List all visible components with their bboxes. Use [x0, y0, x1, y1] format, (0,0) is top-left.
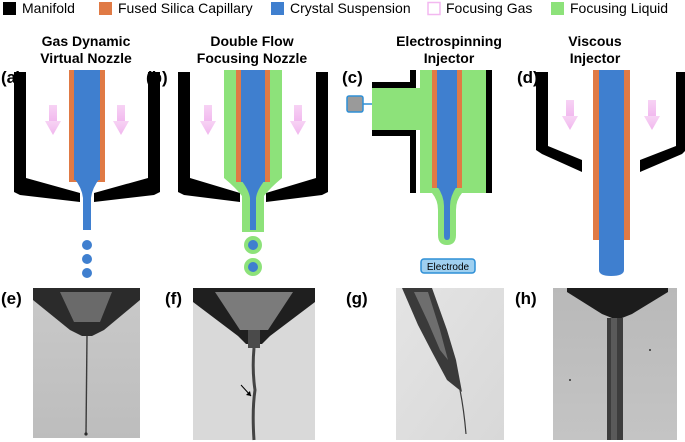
manifold-shell: [266, 72, 328, 202]
spun-jet: [459, 389, 467, 435]
electrode-label: Electrode: [427, 262, 470, 273]
panel-a-title-line2: Virtual Nozzle: [40, 50, 132, 66]
crystal-suspension-stream: [437, 70, 457, 188]
injector-highlight: [414, 292, 448, 360]
panel-c-title-line2: Injector: [424, 50, 475, 66]
focusing-liquid-swatch-icon: [551, 2, 564, 15]
focusing-gas-swatch-icon: [427, 1, 441, 16]
legend-label: Manifold: [22, 0, 75, 16]
legend-label: Fused Silica Capillary: [118, 0, 253, 16]
manifold-shell: [536, 72, 582, 172]
focusing-liquid-channel: [372, 70, 486, 245]
photo-e: [33, 288, 140, 438]
panel-d-letter: (d): [517, 68, 539, 87]
droplet: [82, 268, 92, 278]
legend-item-focusing-liquid: Focusing Liquid: [551, 0, 668, 16]
crystal-suspension-jet: [437, 186, 457, 240]
panel-b-diagram: [178, 70, 328, 276]
panel-f-letter: (f): [165, 289, 182, 308]
crystal-suspension-stream: [599, 70, 624, 240]
particle: [569, 379, 571, 381]
panel-d-diagram: [536, 70, 685, 276]
panel-b-title-line1: Double Flow: [210, 33, 293, 49]
legend-item-manifold: Manifold: [3, 0, 75, 16]
manifold-shell: [640, 72, 685, 172]
panel-e-letter: (e): [1, 289, 22, 308]
droplet: [248, 240, 258, 250]
photo-g: [396, 288, 504, 440]
liquid-jet: [85, 335, 88, 435]
indicator-arrowhead-icon: [246, 391, 251, 396]
focusing-gas-arrow-icon: [45, 105, 61, 135]
viscous-extrusion: [599, 238, 624, 276]
panel-titles: Gas Dynamic Virtual Nozzle Double Flow F…: [40, 33, 622, 66]
focusing-gas-arrow-icon: [200, 105, 216, 135]
panel-d-title-line2: Injector: [570, 50, 621, 66]
manifold-swatch-icon: [3, 2, 16, 15]
legend-label: Crystal Suspension: [290, 0, 411, 16]
particle: [649, 349, 651, 351]
manifold-wall: [486, 70, 492, 193]
droplet: [84, 432, 88, 436]
manifold-shell: [94, 72, 160, 202]
legend-label: Focusing Gas: [446, 0, 532, 16]
manifold-wall: [372, 70, 416, 88]
capillary-swatch-icon: [99, 2, 112, 15]
crystal-suspension-stream: [241, 70, 265, 182]
legend: Manifold Fused Silica Capillary Crystal …: [3, 0, 668, 16]
droplet: [82, 240, 92, 250]
panel-h-letter: (h): [515, 289, 537, 308]
legend-item-crystal-suspension: Crystal Suspension: [271, 0, 411, 16]
electrode-plate: [420, 258, 476, 274]
capillary-tip: [248, 330, 260, 348]
panel-a-diagram: [14, 70, 160, 278]
droplet: [82, 254, 92, 264]
crystal-suspension-swatch-icon: [271, 2, 284, 15]
droplet: [248, 262, 258, 272]
legend-label: Focusing Liquid: [570, 0, 668, 16]
photo-f: [193, 288, 315, 441]
manifold-shell: [178, 72, 240, 202]
manifold-wall: [372, 130, 416, 193]
crystal-suspension-jet: [241, 180, 265, 230]
panel-c-diagram: Electrode: [346, 70, 492, 274]
panel-c-title-line1: Electrospinning: [396, 33, 502, 49]
injector-silhouette: [402, 288, 462, 392]
legend-item-capillary: Fused Silica Capillary: [99, 0, 253, 16]
focusing-gas-arrow-icon: [644, 100, 660, 130]
panel-d-title-line1: Viscous: [568, 33, 622, 49]
focusing-gas-arrow-icon: [290, 105, 306, 135]
inlet-connector-icon: [346, 95, 364, 113]
nozzle-silhouette: [567, 288, 668, 318]
nozzle-inner: [60, 292, 112, 322]
focusing-gas-arrow-icon: [113, 105, 129, 135]
focusing-gas-arrow-icon: [562, 100, 578, 130]
panel-b-title-line2: Focusing Nozzle: [197, 50, 308, 66]
manifold-shell: [14, 72, 80, 202]
panel-g-letter: (g): [346, 289, 368, 308]
legend-item-focusing-gas: Focusing Gas: [427, 0, 532, 16]
panel-c-letter: (c): [342, 68, 363, 87]
viscous-stream-highlight: [611, 318, 617, 440]
panel-a-title-line1: Gas Dynamic: [42, 33, 131, 49]
nozzle-inner: [215, 292, 293, 330]
liquid-jet: [251, 347, 257, 441]
crystal-suspension-jet: [74, 178, 100, 230]
crystal-suspension-stream: [74, 70, 100, 180]
photo-h: [553, 288, 677, 440]
